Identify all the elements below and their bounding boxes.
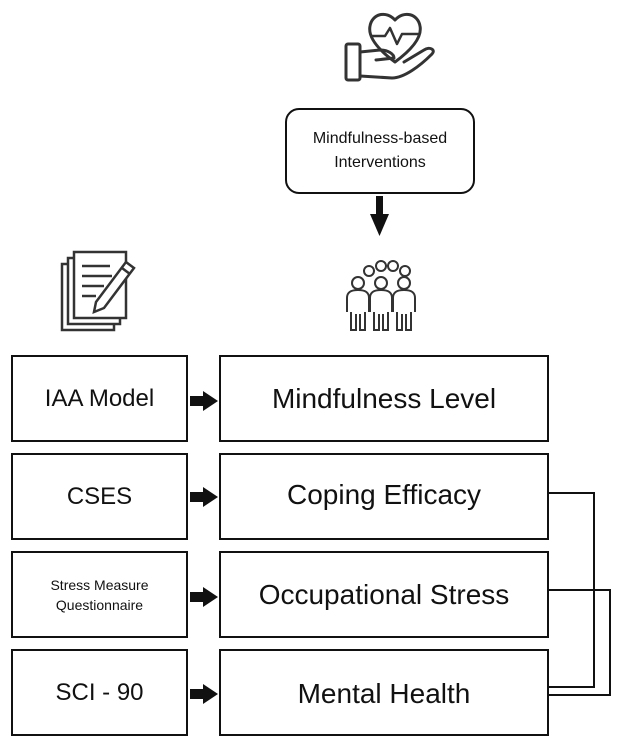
outcome-box-coping: Coping Efficacy [219,453,549,540]
relationship-connectors [549,492,611,696]
measure-label: Stress Measure Questionnaire [50,576,149,613]
measure-box-cses: CSES [11,453,188,540]
outcome-label: Mental Health [297,678,471,709]
outcome-box-mindfulness: Mindfulness Level [219,355,549,442]
down-arrow-icon [370,196,389,236]
measure-label: CSES [66,482,133,510]
interventions-label: Mindfulness-based Interventions [312,130,448,171]
row-arrow-1 [190,391,218,411]
outcome-box-occupational-stress: Occupational Stress [219,551,549,638]
row-arrow-3 [190,587,218,607]
connector-stress-to-mental [549,589,611,696]
row-arrow-2 [190,487,218,507]
measure-label: SCI - 90 [55,678,144,706]
measure-box-stress-questionnaire: Stress Measure Questionnaire [11,551,188,638]
heart-in-hand-icon [344,12,435,82]
row-arrows [190,391,218,704]
outcome-label: Occupational Stress [258,578,510,610]
measure-box-iaa: IAA Model [11,355,188,442]
outcome-label: Mindfulness Level [271,382,497,414]
document-pen-icon [60,250,136,332]
measure-box-sci90: SCI - 90 [11,649,188,736]
people-group-icon [346,260,416,331]
measure-label: IAA Model [44,384,155,412]
row-arrow-4 [190,684,218,704]
outcome-label: Coping Efficacy [286,479,482,510]
interventions-box: Mindfulness-based Interventions [285,108,475,194]
outcome-box-mental-health: Mental Health [219,649,549,736]
